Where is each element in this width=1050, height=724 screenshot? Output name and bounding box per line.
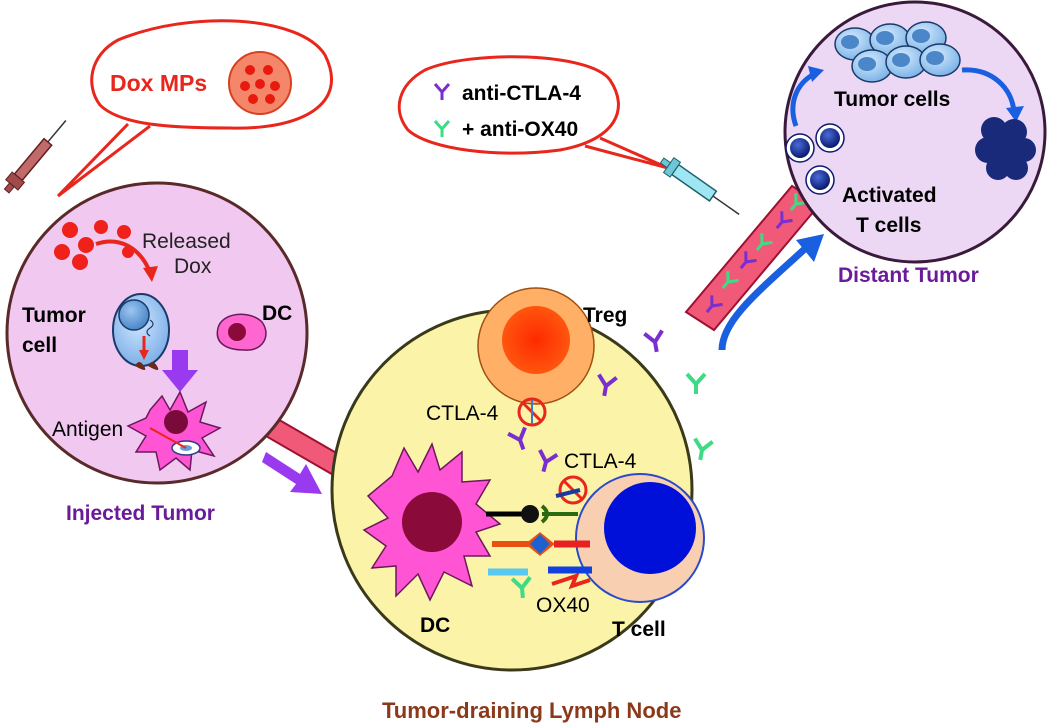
anti-ctla4-label: anti-CTLA-4 [462,82,581,105]
lymph-node-title: Tumor-draining Lymph Node [382,698,681,723]
distant-tumor-circle: Tumor cells Activated T cells [783,0,1047,264]
lymph-node-circle: Treg CTLA-4 CTLA-4 T cell [330,287,714,672]
injected-tumor-title: Injected Tumor [66,502,215,525]
dead-tumor-cells [975,117,1036,180]
t-cell-label: T cell [612,618,666,641]
arrow-icon [718,234,824,351]
microparticle-icon [228,51,292,115]
distant-tumor-title: Distant Tumor [838,264,979,287]
arrow-icon [961,67,1017,113]
activated-t-cells [785,123,845,195]
arrow-icon [162,350,198,392]
arrow-icon [95,239,152,273]
antibody-icon [685,372,707,394]
arrow-icon [262,452,322,494]
tumor-cell [112,293,170,370]
dox-mps-callout: Dox MPs [56,19,333,198]
dendritic-cell-small [216,313,267,351]
ox40-label: OX40 [536,594,590,617]
dendritic-cell-large [362,441,502,602]
tumor-cell-cluster [834,21,961,83]
activated-label-line1: Activated [842,184,937,207]
antibody-icon [721,271,739,290]
ctla4-upper-label: CTLA-4 [426,402,499,425]
antibody-icon [433,83,451,100]
treg-cell [477,287,595,405]
released-dox-particles [54,220,134,270]
blocked-icon [517,397,547,427]
t-cell [575,473,705,603]
released-dox-line1: Released [142,230,231,253]
antibody-icon [510,576,532,599]
antibody-icon [705,295,723,314]
antibody-icon [775,211,793,230]
antibody-callout: anti-CTLA-4 + anti-OX40 [397,55,669,170]
injected-tumor-circle: Released Dox Tumor cell DC Antig [5,181,309,485]
antibody-icon [739,251,757,270]
receptor-ligand-pairs [486,488,592,590]
antibody-icon [755,233,773,252]
released-dox-line2: Dox [174,255,212,278]
antibody-icon [597,373,618,397]
antibody-icon [643,329,664,353]
ctla4-lower-label: CTLA-4 [564,450,637,473]
activated-label-line2: T cells [856,214,921,237]
antibody-icon [693,437,714,461]
syringe-icon [3,120,67,194]
antibody-icon [433,120,451,137]
tumor-cells-label: Tumor cells [834,88,950,111]
antigen-label: Antigen [52,418,123,441]
treg-label: Treg [583,304,627,327]
tumor-cell-label-line2: cell [22,334,57,357]
tumor-cell-label-line1: Tumor [22,304,86,327]
antibody-icon [507,426,527,451]
dc-small-label: DC [262,302,292,325]
anti-ox40-label: + anti-OX40 [462,118,578,141]
syringe-icon [659,157,740,216]
antibody-icon [538,449,559,473]
arrow-icon [790,71,816,127]
dox-mps-label: Dox MPs [110,70,207,96]
dc-large-label: DC [420,614,450,637]
